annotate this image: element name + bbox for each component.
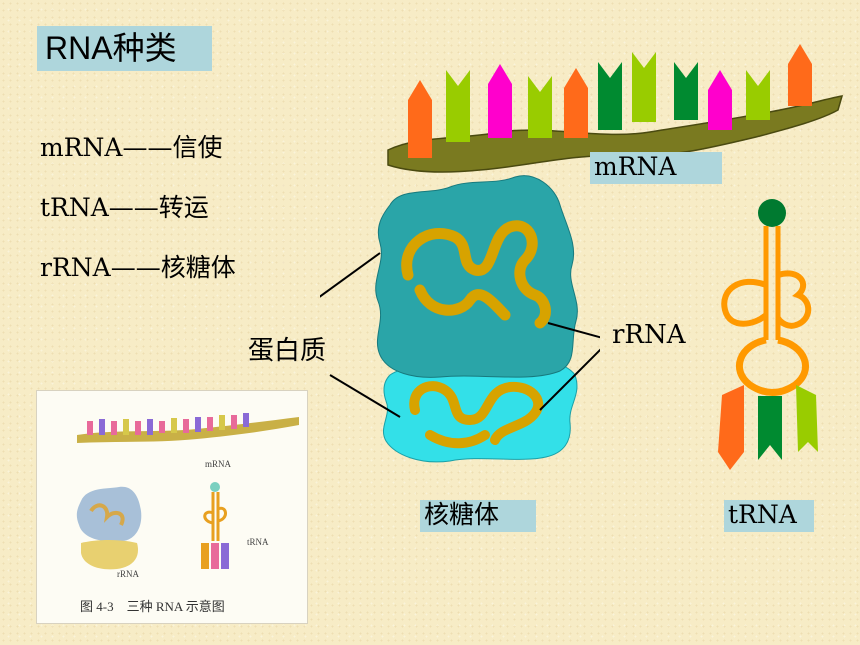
rrna-ribbon-top bbox=[401, 220, 551, 329]
mrna-base bbox=[746, 70, 770, 120]
trna-illustration bbox=[718, 199, 818, 470]
trna-base bbox=[718, 385, 744, 470]
label-trna: tRNA bbox=[724, 500, 814, 532]
pointer-protein-top bbox=[320, 252, 381, 298]
mrna-base bbox=[564, 68, 588, 138]
mini-mrna-bases bbox=[87, 413, 249, 435]
trna-right-loop bbox=[775, 270, 812, 329]
mrna-base bbox=[708, 70, 732, 130]
mrna-base bbox=[632, 52, 656, 122]
mini-label-trna: tRNA bbox=[247, 537, 269, 547]
mrna-illustration bbox=[387, 44, 844, 173]
definition-trna: tRNA——转运 bbox=[40, 193, 209, 222]
pointer-protein-bottom bbox=[329, 374, 401, 418]
textbook-figure-drawing bbox=[76, 413, 299, 570]
label-rrna: rRNA bbox=[612, 320, 686, 350]
trna-stem bbox=[763, 226, 781, 340]
mrna-base bbox=[674, 62, 698, 120]
mrna-base bbox=[408, 80, 432, 158]
trna-left-loop bbox=[721, 278, 769, 327]
label-ribosome: 核糖体 bbox=[420, 500, 536, 532]
rrna-ribbon-bottom bbox=[409, 381, 544, 449]
label-protein: 蛋白质 bbox=[248, 336, 327, 366]
slide-title: RNA种类 bbox=[37, 26, 212, 71]
textbook-figure-caption: 图 4-3 三种 RNA 示意图 bbox=[80, 599, 225, 614]
mini-ribosome-bottom bbox=[81, 540, 139, 570]
mrna-base bbox=[528, 76, 552, 138]
ribosome-illustration bbox=[320, 175, 600, 463]
trna-anticodon-loop bbox=[735, 336, 809, 396]
mrna-base bbox=[446, 70, 470, 142]
label-mrna: mRNA bbox=[590, 152, 722, 184]
mrna-base bbox=[598, 62, 622, 130]
pointer-rrna-bottom bbox=[539, 348, 600, 411]
pointer-rrna-top bbox=[547, 322, 600, 339]
mini-label-rrna: rRNA bbox=[117, 569, 139, 579]
trna-head bbox=[758, 199, 786, 227]
mini-label-mrna: mRNA bbox=[205, 459, 232, 469]
definition-rrna: rRNA——核糖体 bbox=[40, 253, 236, 282]
trna-base bbox=[758, 396, 782, 460]
textbook-figure: mRNA tRNA rRNA bbox=[36, 390, 308, 624]
mrna-base bbox=[788, 44, 812, 106]
mrna-base bbox=[488, 64, 512, 138]
mini-trna-body bbox=[203, 492, 227, 541]
mini-trna-head bbox=[210, 482, 220, 492]
trna-base bbox=[796, 385, 818, 452]
definition-mrna: mRNA——信使 bbox=[40, 133, 223, 162]
